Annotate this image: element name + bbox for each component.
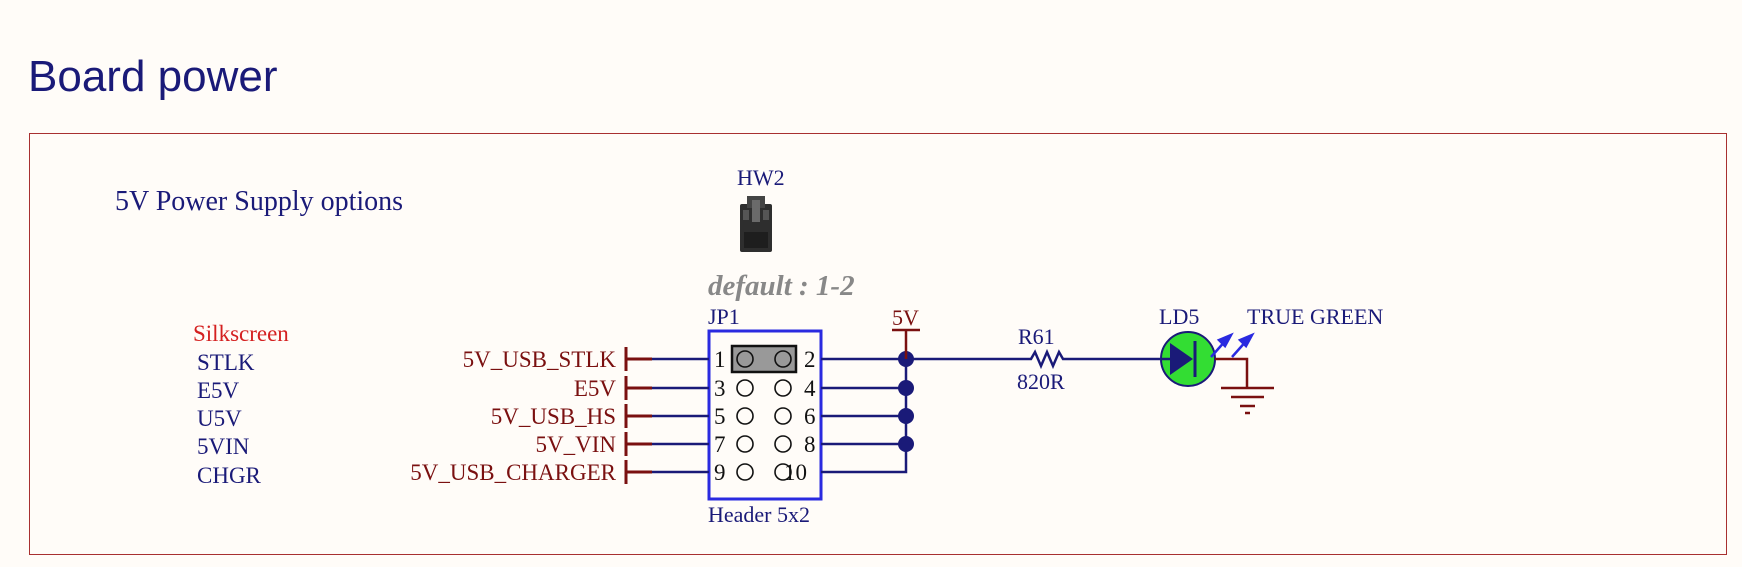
jumper-ref: HW2 (737, 165, 785, 190)
pin-number: 5 (714, 404, 726, 429)
pin-number: 10 (784, 460, 807, 485)
led-color-label: TRUE GREEN (1247, 304, 1383, 329)
power-5v-symbol (892, 328, 920, 359)
net-label: 5V_USB_HS (491, 404, 616, 429)
pin-number: 6 (804, 404, 816, 429)
header-name: Header 5x2 (708, 502, 810, 527)
led-light-arrows-icon (1210, 332, 1255, 358)
net-ports (624, 347, 652, 484)
silkscreen-item: 5VIN (197, 434, 250, 459)
pin-number: 1 (714, 347, 726, 372)
jumper-default-note: default : 1-2 (708, 270, 855, 302)
header-pins (736, 350, 792, 481)
ground-icon (1215, 357, 1274, 415)
resistor-value: 820R (1017, 369, 1065, 394)
power-label: 5V (892, 305, 919, 330)
silkscreen-item: E5V (197, 378, 240, 403)
resistor-ref: R61 (1018, 324, 1055, 349)
silkscreen-item: U5V (197, 406, 242, 431)
silkscreen-item: CHGR (197, 463, 262, 488)
net-label: E5V (574, 376, 617, 401)
pin-number: 4 (804, 376, 816, 401)
net-label: 5V_USB_STLK (463, 347, 617, 372)
pin-number: 2 (804, 347, 816, 372)
led-symbol (1160, 331, 1216, 387)
resistor-symbol (1018, 348, 1072, 370)
silkscreen-heading: Silkscreen (193, 321, 289, 346)
jumper-icon (740, 196, 772, 252)
header-ref: JP1 (708, 304, 740, 329)
jumper-shunt (730, 344, 798, 374)
net-label: 5V_USB_CHARGER (410, 460, 616, 485)
section-title: 5V Power Supply options (115, 186, 403, 217)
led-ref: LD5 (1159, 304, 1199, 329)
wires (652, 357, 1160, 474)
pin-number: 7 (714, 432, 726, 457)
pin-number: 9 (714, 460, 726, 485)
pin-number: 8 (804, 432, 816, 457)
silkscreen-item: STLK (197, 350, 255, 375)
page-title: Board power (28, 52, 278, 101)
net-label: 5V_VIN (536, 432, 617, 457)
schematic-frame (29, 133, 1727, 555)
pin-number: 3 (714, 376, 726, 401)
